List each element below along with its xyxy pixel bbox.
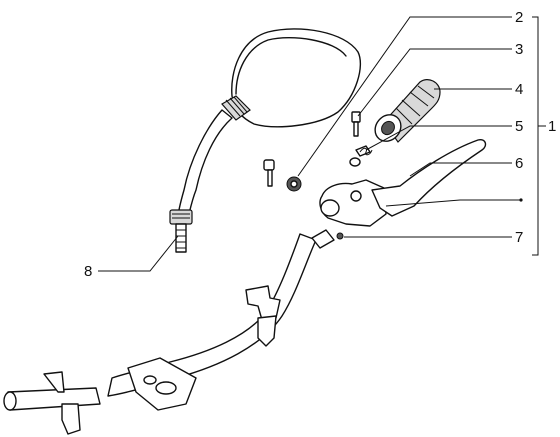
- handlebar: [3, 233, 317, 435]
- grip-end-inner: [381, 120, 395, 136]
- bolt-part-2: [263, 159, 302, 192]
- handlebar-left-clamp: [61, 403, 81, 435]
- handlebar-end-cap: [3, 391, 17, 411]
- handlebar-left-end: [7, 387, 101, 411]
- callout-8: 8: [84, 263, 92, 280]
- callout-5: 5: [515, 118, 523, 135]
- mirror-stem: [177, 109, 233, 219]
- callout-4: 4: [515, 81, 523, 98]
- screw-part-3: [351, 111, 361, 137]
- handlebar-left-bracket: [43, 371, 65, 393]
- bracket-pivot: [350, 190, 362, 202]
- callout-leaders: [98, 16, 546, 272]
- callout-2: 2: [515, 9, 523, 26]
- lever-bracket: [319, 179, 387, 227]
- callout-6: 6: [515, 155, 523, 172]
- handle-grip: [374, 79, 441, 143]
- spring-part-5: [349, 145, 373, 167]
- callout-1: 1: [548, 118, 556, 135]
- handlebar-upper-bracket: [245, 285, 281, 321]
- mirror-thread-collar: [169, 209, 193, 225]
- bracket-bore: [320, 199, 340, 217]
- mirror-glass-rim: [235, 37, 347, 95]
- fitting-part-7: [311, 229, 344, 249]
- callout-7: 7: [515, 229, 523, 246]
- mirror-boot: [221, 95, 251, 121]
- callout-3: 3: [515, 41, 523, 58]
- mount-hole: [143, 375, 157, 385]
- brake-lever: [371, 138, 487, 217]
- lever-assembly: [319, 138, 487, 227]
- rear-view-mirror: [169, 28, 362, 253]
- mount-hole: [155, 381, 177, 395]
- mirror-housing: [231, 28, 362, 128]
- handlebar-lower-bracket: [257, 315, 277, 347]
